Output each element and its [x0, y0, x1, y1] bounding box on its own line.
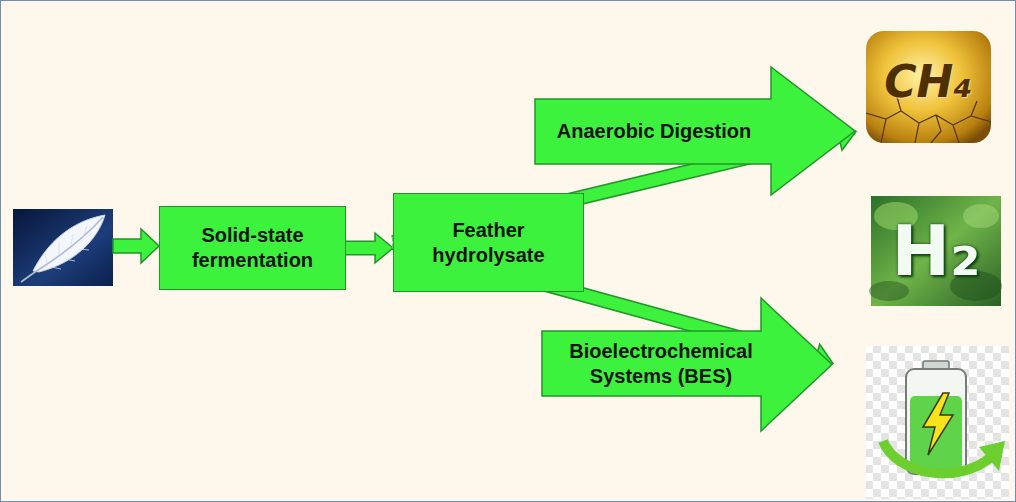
process-box: Feather hydrolysate	[393, 193, 584, 292]
arrow-text-area: Anaerobic Digestion	[534, 99, 774, 164]
icon-area: H₂	[871, 196, 1001, 306]
feather-ground	[13, 209, 113, 286]
feather-picture	[13, 209, 113, 286]
node-text: Bioelectrochemical Systems (BES)	[547, 339, 775, 389]
formula-label: CH₄	[884, 56, 972, 107]
checker-ground	[866, 346, 1009, 499]
formula-label: H₂	[891, 210, 980, 292]
methane-icon	[866, 31, 991, 143]
gold-disc	[866, 31, 991, 143]
node-text: Solid-state fermentation	[170, 223, 335, 273]
process-arrow: Anaerobic Digestion	[534, 66, 856, 196]
process-box: Solid-state fermentation	[159, 206, 346, 290]
arrow-shape	[535, 67, 855, 195]
recycle-head	[979, 441, 1005, 471]
arrow-shape	[542, 298, 832, 431]
feather-quill	[21, 217, 103, 282]
process-arrow: Bioelectrochemical Systems (BES)	[541, 297, 833, 432]
node-text: Anaerobic Digestion	[540, 119, 768, 144]
recycle-arrow	[883, 441, 991, 473]
arrow-text-area: Bioelectrochemical Systems (BES)	[541, 331, 781, 396]
hydrogen-icon	[869, 196, 1002, 306]
arrow-shaft	[346, 242, 378, 254]
flow-arrow	[346, 233, 393, 263]
input-arrow	[113, 229, 159, 263]
battery-icon	[866, 346, 1009, 499]
battery-body	[906, 369, 966, 474]
node-text: Feather hydrolysate	[404, 218, 573, 268]
lightning-bolt	[923, 393, 953, 455]
feather-barbs	[45, 226, 89, 269]
feather-vane	[33, 215, 105, 272]
icon-area: CH₄	[866, 31, 991, 131]
